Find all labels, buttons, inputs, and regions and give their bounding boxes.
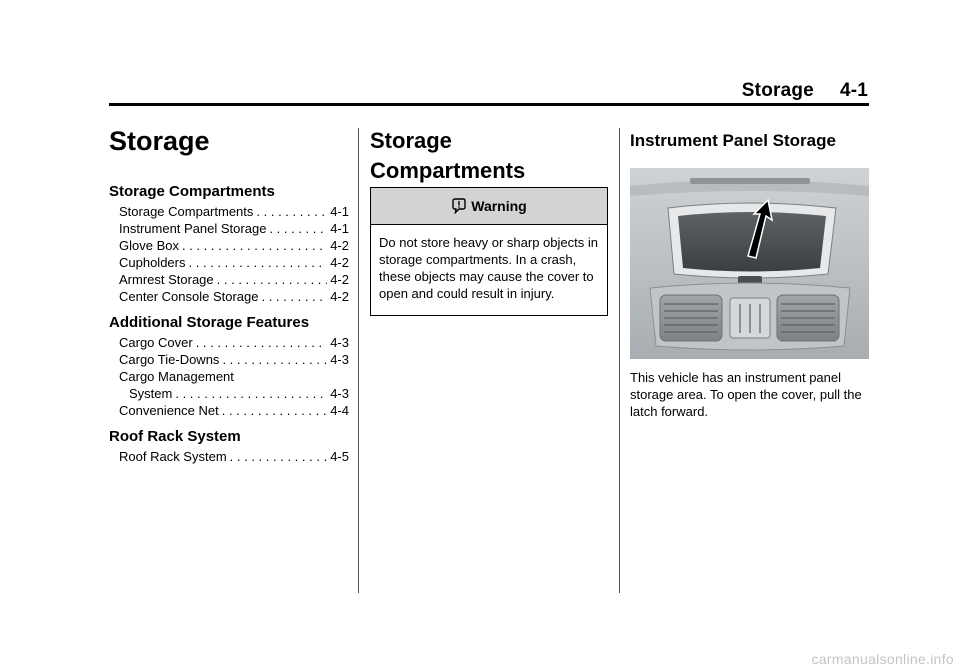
toc-entry-page: 4-2 — [330, 272, 349, 287]
toc-entry-multiline[interactable]: Cargo Management — [109, 368, 349, 385]
toc-entry[interactable]: Cupholders 4-2 — [109, 254, 349, 271]
header-rule — [109, 103, 869, 106]
toc-heading: Storage Compartments — [109, 183, 275, 200]
toc-leader — [222, 402, 327, 419]
toc-leader — [189, 254, 328, 271]
chapter-title: Storage — [109, 126, 210, 156]
toc-entry[interactable]: Storage Compartments 4-1 — [109, 203, 349, 220]
toc-entry[interactable]: Roof Rack System 4-5 — [109, 448, 349, 465]
toc-leader — [230, 448, 328, 465]
toc-entry[interactable]: Instrument Panel Storage 4-1 — [109, 220, 349, 237]
toc-section: Storage Compartments Storage Compartment… — [109, 183, 349, 305]
toc-entry-page: 4-3 — [330, 352, 349, 367]
toc-entry-label: Instrument Panel Storage — [119, 221, 267, 236]
toc-leader — [269, 220, 327, 237]
section-title: Storage Compartments — [370, 126, 610, 186]
table-of-contents: Storage Compartments Storage Compartment… — [109, 183, 349, 474]
toc-leader — [196, 334, 328, 351]
watermark: carmanualsonline.info — [811, 651, 954, 667]
subsection-title: Instrument Panel Storage — [630, 131, 836, 150]
toc-leader — [175, 385, 327, 402]
toc-entry-page: 4-3 — [330, 335, 349, 350]
toc-leader — [217, 271, 328, 288]
instrument-panel-storage-illustration — [630, 168, 869, 359]
toc-entry-label: Cargo Cover — [119, 335, 193, 350]
running-header: Storage 4-1 — [742, 80, 868, 102]
toc-entry-label: Cargo Tie-Downs — [119, 352, 220, 367]
toc-heading: Additional Storage Features — [109, 314, 310, 331]
toc-entry-page: 4-5 — [330, 449, 349, 464]
warning-icon — [452, 198, 466, 214]
toc-entry[interactable]: Center Console Storage 4-2 — [109, 288, 349, 305]
toc-section: Roof Rack System Roof Rack System 4-5 — [109, 428, 349, 465]
warning-box: Warning Do not store heavy or sharp obje… — [370, 187, 608, 316]
toc-entry-label: Glove Box — [119, 238, 179, 253]
toc-entry[interactable]: Glove Box 4-2 — [109, 237, 349, 254]
toc-entry-page: 4-3 — [330, 386, 349, 401]
toc-entry-label: System — [129, 386, 173, 401]
toc-entry[interactable]: Cargo Cover 4-3 — [109, 334, 349, 351]
toc-entry-label: Storage Compartments — [119, 204, 254, 219]
toc-entry-label: Convenience Net — [119, 403, 219, 418]
toc-entry-label: Cupholders — [119, 255, 186, 270]
toc-leader — [261, 288, 327, 305]
toc-entry[interactable]: Armrest Storage 4-2 — [109, 271, 349, 288]
toc-section: Additional Storage Features Cargo Cover 4… — [109, 314, 349, 419]
toc-leader — [182, 237, 327, 254]
warning-text: Do not store heavy or sharp objects in s… — [379, 235, 598, 301]
toc-leader — [256, 203, 327, 220]
toc-entry-page: 4-1 — [330, 204, 349, 219]
toc-entry[interactable]: Cargo Tie-Downs 4-3 — [109, 351, 349, 368]
toc-entry-page: 4-4 — [330, 403, 349, 418]
toc-entry-label: Armrest Storage — [119, 272, 214, 287]
column-divider-1 — [358, 128, 359, 593]
warning-label: Warning — [471, 198, 527, 214]
toc-entry-label: Center Console Storage — [119, 289, 259, 304]
toc-entry-page: 4-2 — [330, 238, 349, 253]
toc-entry-page: 4-2 — [330, 255, 349, 270]
header-section: Storage — [741, 80, 814, 101]
toc-leader — [222, 351, 327, 368]
toc-heading: Roof Rack System — [109, 428, 241, 445]
toc-entry-page: 4-1 — [330, 221, 349, 236]
toc-entry-label: Roof Rack System — [119, 449, 227, 464]
header-page-number: 4-1 — [839, 80, 868, 101]
toc-entry-continuation[interactable]: System 4-3 — [109, 385, 349, 402]
toc-entry[interactable]: Convenience Net 4-4 — [109, 402, 349, 419]
column-divider-2 — [619, 128, 620, 593]
section-title-line-2: Compartments — [370, 158, 526, 183]
instrument-panel-description: This vehicle has an instrument panel sto… — [630, 370, 862, 419]
section-title-line-1: Storage — [370, 128, 452, 153]
warning-header: Warning — [371, 188, 607, 225]
toc-entry-label: Cargo Management — [119, 369, 234, 384]
toc-entry-page: 4-2 — [330, 289, 349, 304]
